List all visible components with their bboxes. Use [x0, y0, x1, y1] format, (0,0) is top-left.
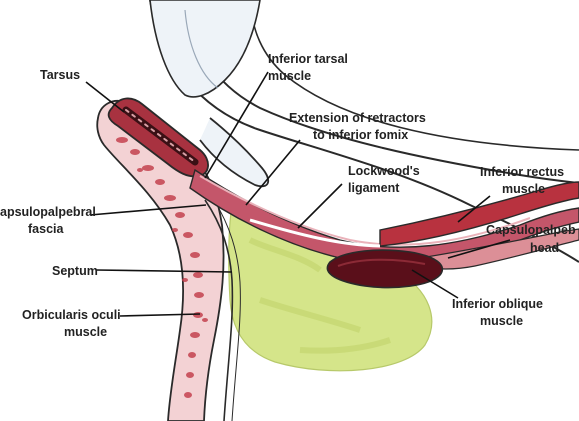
label-capsulopalpebral-head-line2: head — [530, 241, 559, 255]
label-inferior-rectus-line2: muscle — [502, 182, 545, 196]
label-extension-retractors-line2: to inferior fomix — [313, 128, 408, 142]
label-inferior-oblique-line2: muscle — [480, 314, 523, 328]
inferior-oblique — [327, 250, 442, 287]
label-lockwoods-line2: ligament — [348, 181, 400, 195]
label-septum: Septum — [52, 264, 98, 278]
leader-lockwoods — [298, 184, 342, 228]
label-capsulopalpebral-fascia-line2: fascia — [28, 222, 64, 236]
label-inferior-oblique-line1: Inferior oblique — [452, 297, 543, 311]
label-orbicularis-line1: Orbicularis oculi — [22, 308, 121, 322]
label-capsulopalpebral-head-line1: Capsulopalpeb — [486, 223, 576, 237]
label-orbicularis-line2: muscle — [64, 325, 107, 339]
label-lockwoods-line1: Lockwood's — [348, 164, 420, 178]
label-extension-retractors-line1: Extension of retractors — [289, 111, 426, 125]
cornea-tip — [150, 0, 260, 97]
label-inferior-rectus-line1: Inferior rectus — [480, 165, 564, 179]
label-inferior-tarsal-muscle-line1: Inferior tarsal — [268, 52, 348, 66]
label-capsulopalpebral-fascia-line1: apsulopalpebral — [0, 205, 96, 219]
label-inferior-tarsal-muscle-line2: muscle — [268, 69, 311, 83]
label-tarsus: Tarsus — [40, 68, 80, 82]
